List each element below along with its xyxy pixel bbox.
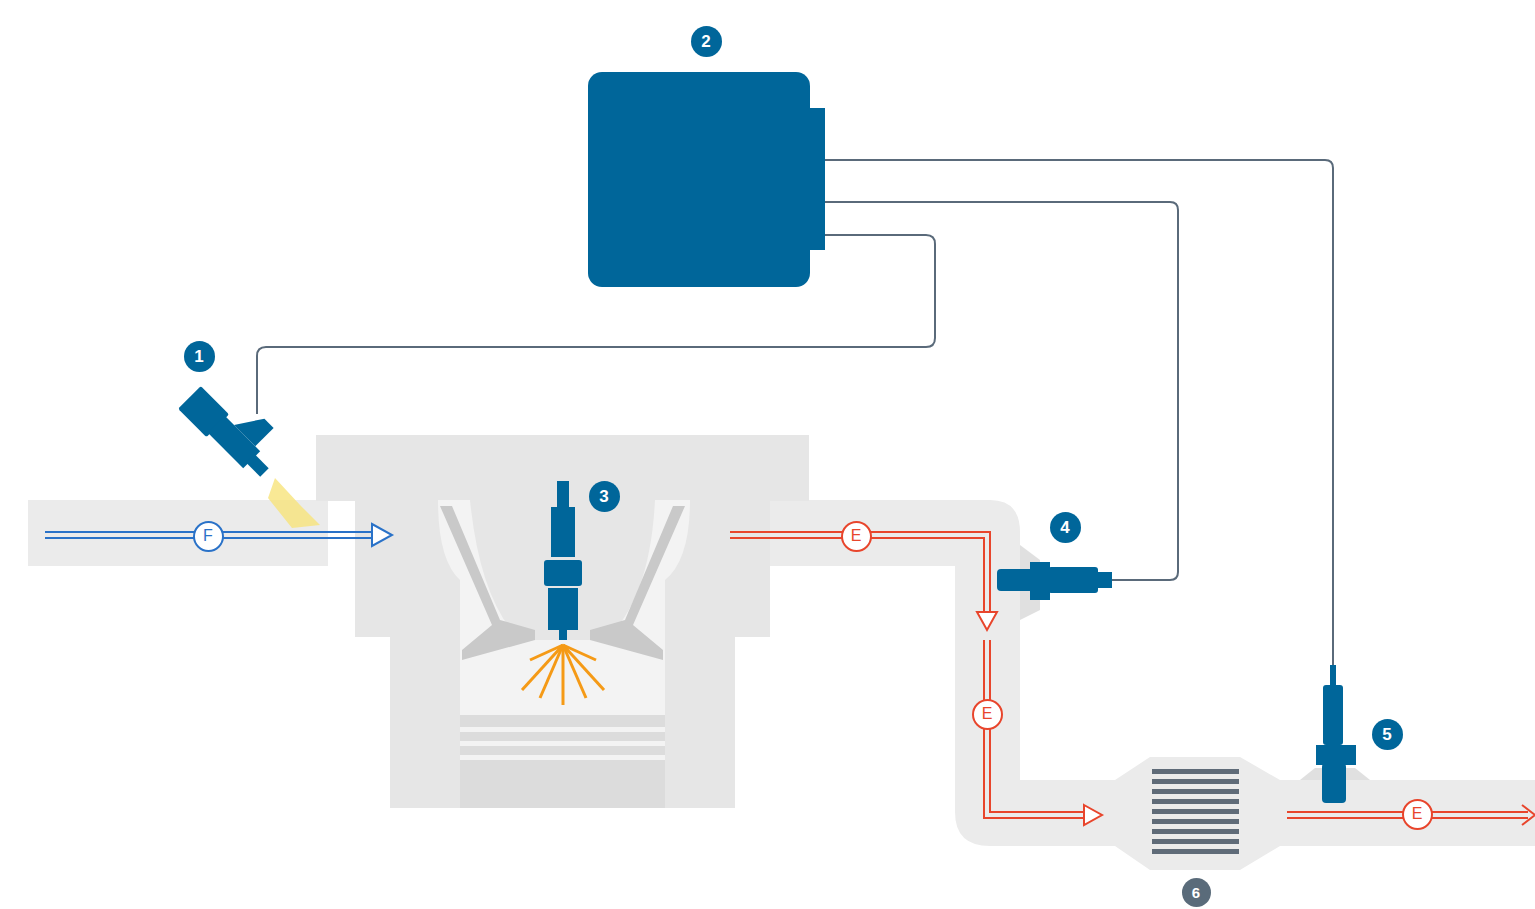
callout-number: 5 xyxy=(1372,719,1403,750)
intake-valve xyxy=(440,506,535,660)
callout-number: 3 xyxy=(589,481,620,512)
piston-ring xyxy=(460,727,665,732)
oxygen-sensor xyxy=(997,562,1112,600)
catalyst-core xyxy=(1152,769,1239,854)
fuel-injector xyxy=(178,371,291,484)
exhaust-valve xyxy=(590,506,685,660)
fuel-spray xyxy=(268,478,320,528)
piston-ring xyxy=(460,741,665,746)
exhaust-pipe xyxy=(770,500,1535,870)
callout-number: 4 xyxy=(1050,512,1081,543)
ecu-connector xyxy=(806,108,825,250)
ecu-box xyxy=(588,72,810,287)
callout-number: 6 xyxy=(1182,878,1211,907)
flow-marker: F xyxy=(193,521,224,552)
flow-marker: E xyxy=(841,521,872,552)
cylinder-head xyxy=(355,500,770,637)
spark-plug xyxy=(544,481,582,640)
piston xyxy=(460,715,665,808)
flow-marker: E xyxy=(1402,799,1433,830)
callout-number: 2 xyxy=(691,26,722,57)
piston-ring xyxy=(460,755,665,760)
oxygen-sensor xyxy=(1316,665,1356,803)
callout-number: 1 xyxy=(184,341,215,372)
combustion-chamber xyxy=(460,640,665,808)
flow-marker: E xyxy=(972,699,1003,730)
engine-block xyxy=(390,636,735,808)
spark xyxy=(522,645,604,705)
exhaust-flow-arrow xyxy=(730,532,1535,825)
